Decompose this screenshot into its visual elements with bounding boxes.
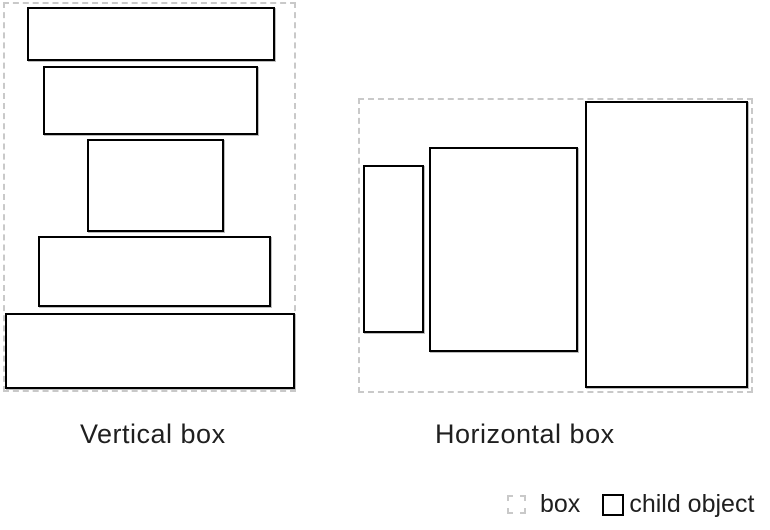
legend: box child object [507,490,754,519]
child-object-rect [5,313,295,389]
legend-child-object-swatch-icon [602,493,625,516]
horizontal-box-caption: Horizontal box [435,419,615,449]
legend-box-swatch-icon [507,495,526,514]
child-object-rect [87,139,224,232]
vertical-box-caption: Vertical box [80,419,226,449]
child-object-rect [363,165,424,333]
child-object-rect [585,101,748,388]
child-object-rect [43,66,258,135]
legend-box-label: box [540,490,581,518]
child-object-rect [429,147,578,352]
vertical-box-frame [3,2,296,392]
horizontal-box-frame [358,98,753,393]
legend-child-object-label: child object [629,490,755,518]
child-object-rect [27,7,275,61]
child-object-rect [38,236,271,307]
